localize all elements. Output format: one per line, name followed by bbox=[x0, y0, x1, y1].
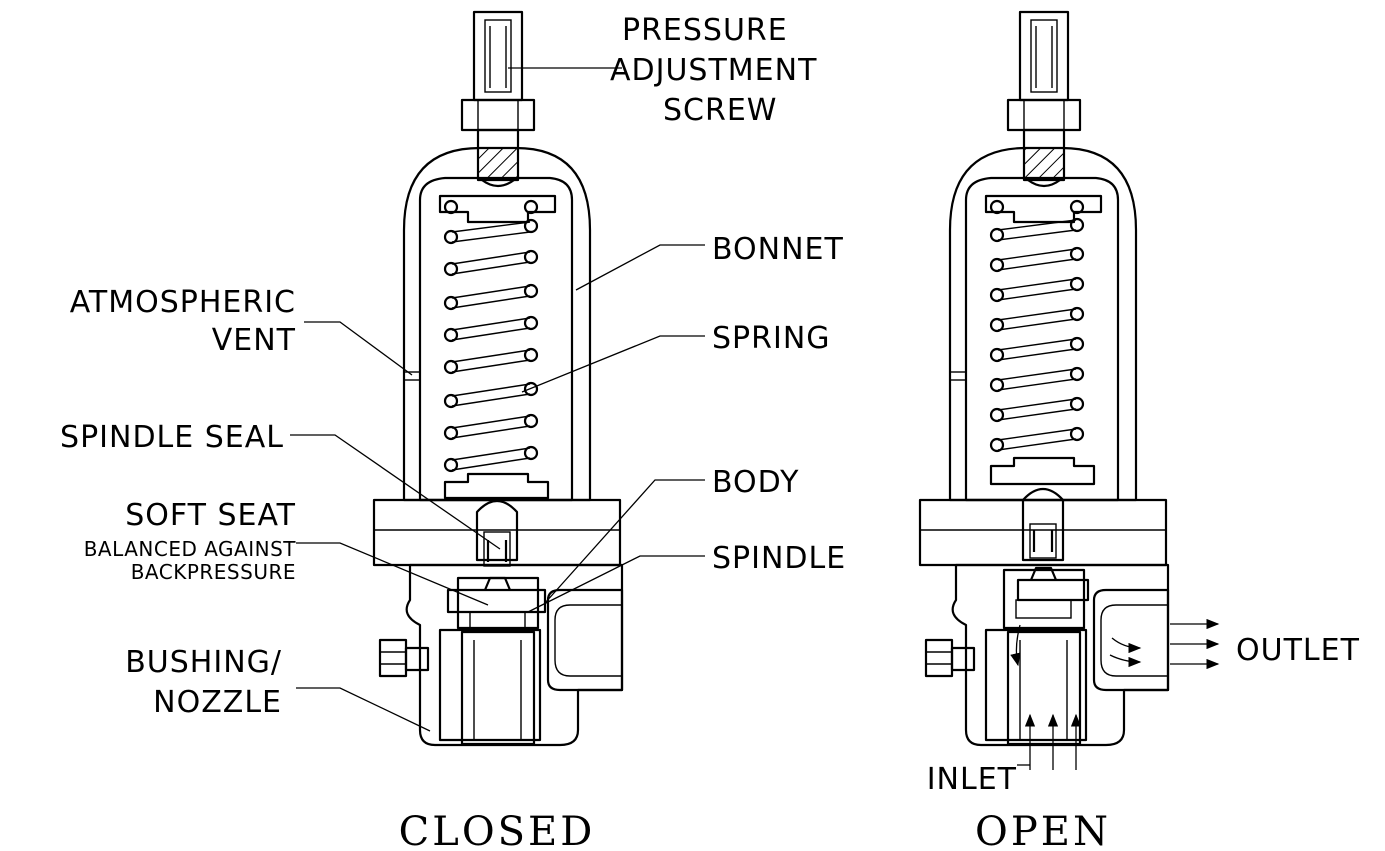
label-soft-seat: SOFT SEAT bbox=[125, 498, 296, 533]
label-bushing: BUSHING/ bbox=[125, 645, 282, 680]
closed-body bbox=[405, 563, 624, 747]
label-spring: SPRING bbox=[712, 321, 831, 356]
open-flow-arrows bbox=[1010, 618, 1220, 770]
closed-spring-bottom-plate bbox=[443, 472, 550, 500]
label-backpressure: BACKPRESSURE bbox=[131, 560, 296, 584]
open-bonnet bbox=[948, 146, 1138, 502]
open-spring-bottom-plate bbox=[989, 456, 1096, 486]
open-valve-drawing bbox=[918, 10, 1220, 770]
closed-bonnet bbox=[402, 146, 592, 502]
label-pressure: PRESSURE bbox=[622, 13, 788, 48]
closed-spindle-top bbox=[475, 499, 519, 562]
open-bushing-nut bbox=[924, 638, 976, 678]
closed-nozzle bbox=[438, 628, 542, 746]
closed-valve-drawing bbox=[372, 10, 624, 747]
caption-closed: CLOSED bbox=[399, 809, 596, 851]
open-nozzle bbox=[984, 628, 1088, 746]
caption-open: OPEN bbox=[975, 809, 1111, 851]
label-outlet: OUTLET bbox=[1236, 633, 1360, 668]
open-body-flange bbox=[918, 498, 1168, 567]
label-vent: VENT bbox=[212, 323, 296, 358]
label-inlet: INLET bbox=[927, 762, 1017, 797]
label-spindle-seal: SPINDLE SEAL bbox=[60, 420, 284, 455]
label-atmospheric: ATMOSPHERIC bbox=[70, 285, 296, 320]
open-body bbox=[951, 563, 1170, 747]
label-body: BODY bbox=[712, 465, 799, 500]
leader-lines bbox=[290, 67, 1030, 766]
open-spindle-top bbox=[1021, 487, 1065, 562]
closed-bushing-nut bbox=[378, 638, 430, 678]
label-spindle: SPINDLE bbox=[712, 541, 846, 576]
label-screw: SCREW bbox=[663, 93, 777, 128]
label-bonnet: BONNET bbox=[712, 232, 844, 267]
label-balanced-against: BALANCED AGAINST bbox=[84, 537, 297, 561]
label-nozzle: NOZZLE bbox=[153, 685, 282, 720]
open-spring bbox=[989, 199, 1085, 453]
label-adjustment: ADJUSTMENT bbox=[610, 53, 817, 88]
closed-spring bbox=[443, 199, 539, 473]
